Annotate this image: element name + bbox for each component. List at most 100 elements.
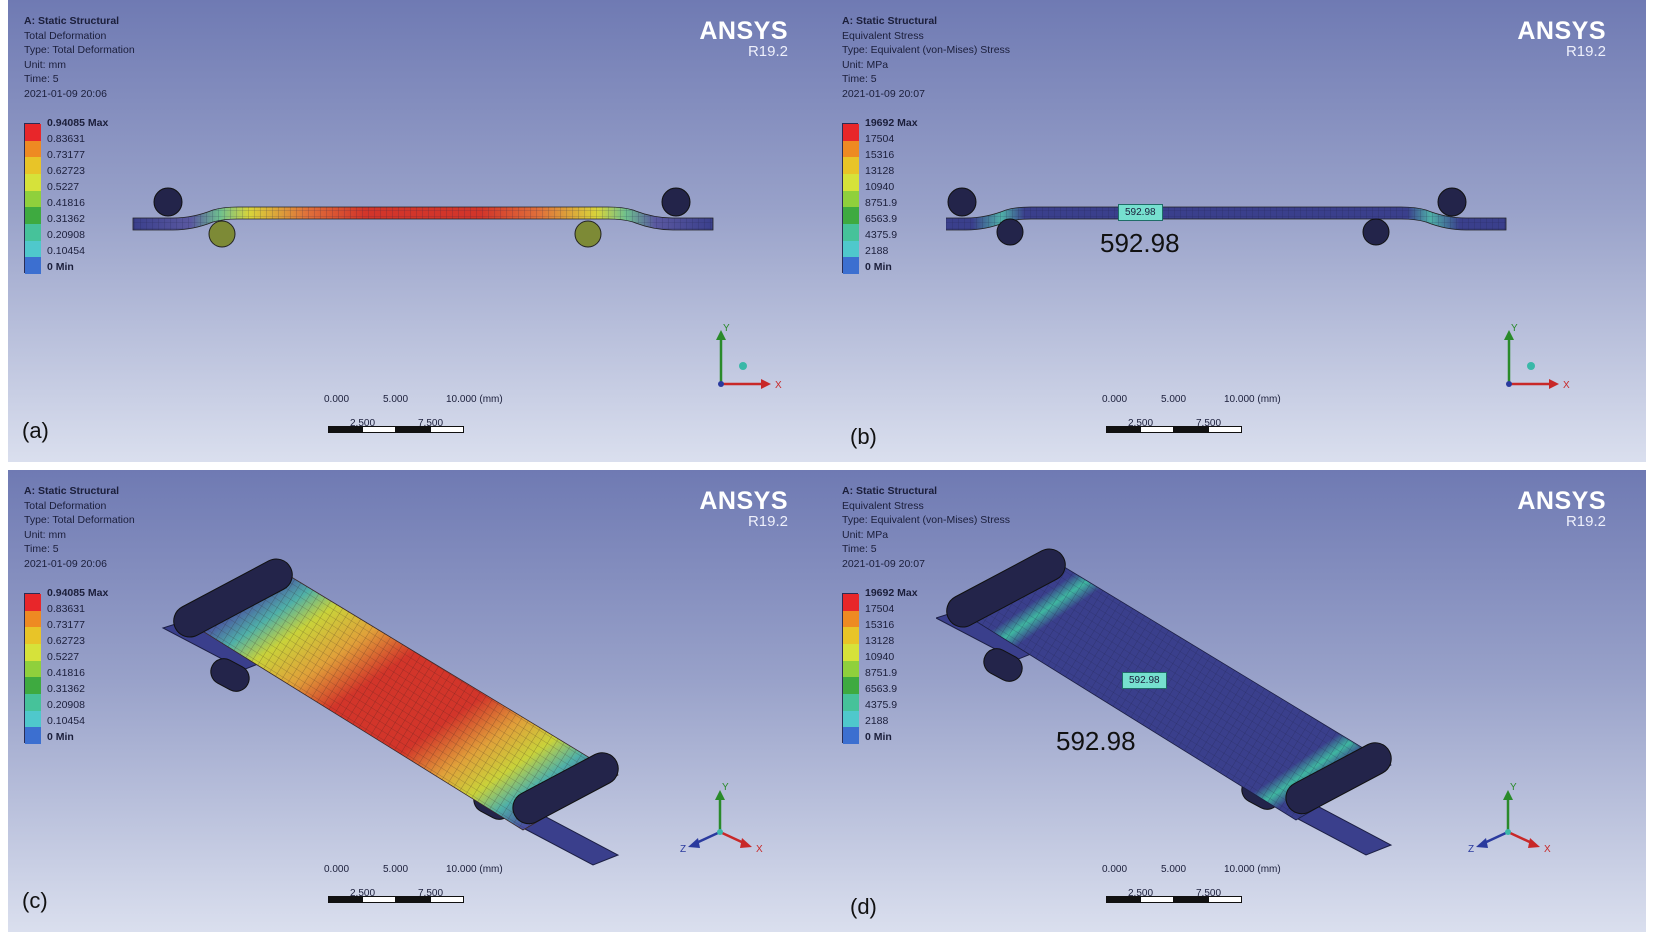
legend-min-label: 0 Min xyxy=(47,731,74,743)
legend-max-label: 19692 Max xyxy=(865,117,918,129)
result-timestamp: 2021-01-09 20:06 xyxy=(24,557,107,570)
legend-label: 0.73177 xyxy=(47,619,85,631)
lower-roller-right xyxy=(1362,218,1390,246)
legend-label: 13128 xyxy=(865,635,895,647)
lower-roller-left xyxy=(983,648,1023,682)
scale-segment xyxy=(362,896,396,903)
result-name: Equivalent Stress xyxy=(842,29,924,42)
legend-swatch xyxy=(25,677,41,694)
analysis-title: A: Static Structural xyxy=(24,15,120,27)
legend-label: 4375.9 xyxy=(865,699,898,711)
legend-swatch xyxy=(25,694,41,711)
scale-segment xyxy=(1208,896,1242,903)
legend-swatch xyxy=(25,610,41,628)
axis-y-label: Y xyxy=(723,323,730,334)
result-unit: Unit: MPa xyxy=(842,58,889,71)
scale-label: 10.000 (mm) xyxy=(1224,864,1281,875)
legend-label: 6563.9 xyxy=(865,213,898,225)
legend-label: 10940 xyxy=(865,651,895,663)
result-timestamp: 2021-01-09 20:07 xyxy=(842,557,925,570)
legend-swatch xyxy=(843,594,859,611)
scale-segment xyxy=(328,896,362,903)
legend-swatch xyxy=(25,140,41,158)
ansys-logo: ANSYS R19.2 xyxy=(699,488,788,529)
axis-triad: Y X Z xyxy=(1468,780,1558,860)
lower-roller-left xyxy=(210,658,250,692)
ansys-logo: ANSYS R19.2 xyxy=(699,18,788,59)
scale-label: 5.000 xyxy=(1161,864,1187,875)
probe-value: 592.98 xyxy=(1056,726,1136,756)
upper-roller-left xyxy=(947,187,977,217)
scale-segment xyxy=(362,426,396,433)
legend-bar xyxy=(842,123,859,274)
scale-label: 10.000 (mm) xyxy=(446,864,503,875)
scale-label: 0.000 xyxy=(324,394,350,405)
legend-label: 15316 xyxy=(865,619,895,631)
legend-label: 0.5227 xyxy=(47,651,80,663)
axis-x-label: X xyxy=(1544,844,1551,855)
brand-version: R19.2 xyxy=(747,43,788,60)
axis-y-label: Y xyxy=(722,782,729,793)
bending-model-side-view xyxy=(132,187,714,248)
axis-z-label: Z xyxy=(680,844,686,855)
axis-triad: Y X xyxy=(1491,322,1581,402)
legend-swatch xyxy=(843,694,859,711)
scale-label: 10.000 (mm) xyxy=(446,394,503,405)
upper-roller-right xyxy=(661,187,691,217)
result-info: A: Static Structural Equivalent Stress T… xyxy=(842,484,1010,572)
legend-swatch xyxy=(843,124,859,141)
legend-label: 10940 xyxy=(865,181,895,193)
result-time: Time: 5 xyxy=(842,73,877,86)
ansys-logo: ANSYS R19.2 xyxy=(1517,18,1606,59)
scale-label: 2.500 xyxy=(1128,418,1154,429)
legend-swatch xyxy=(843,644,859,661)
lower-roller-right xyxy=(574,220,602,248)
upper-roller-left xyxy=(153,187,183,217)
legend-label: 6563.9 xyxy=(865,683,898,695)
axis-y-label: Y xyxy=(1510,782,1517,793)
legend-min-label: 0 Min xyxy=(865,261,892,273)
axis-x-label: X xyxy=(756,844,763,855)
result-time: Time: 5 xyxy=(842,543,877,556)
result-unit: Unit: mm xyxy=(24,58,66,71)
legend-label: 0.83631 xyxy=(47,133,85,145)
legend-label: 0.83631 xyxy=(47,603,85,615)
legend-min-label: 0 Min xyxy=(47,261,74,273)
legend-swatch xyxy=(25,627,41,644)
legend-swatch xyxy=(25,224,41,241)
scale-segment xyxy=(396,896,430,903)
legend-swatch xyxy=(843,140,859,158)
legend-label: 0.41816 xyxy=(47,667,85,679)
upper-roller-left xyxy=(946,548,1066,628)
legend-label: 0.41816 xyxy=(47,197,85,209)
legend-max-label: 0.94085 Max xyxy=(47,587,109,599)
scale-label: 2.500 xyxy=(1128,888,1154,899)
scale-label: 2.500 xyxy=(350,888,376,899)
panel-c-total-deformation-iso: A: Static Structural Total Deformation T… xyxy=(8,470,828,932)
scale-label: 7.500 xyxy=(418,418,444,429)
bending-model-iso-view xyxy=(161,558,620,866)
scale-label: 7.500 xyxy=(1196,418,1222,429)
legend-label: 17504 xyxy=(865,603,895,615)
legend-label: 0.20908 xyxy=(47,229,85,241)
legend-label: 17504 xyxy=(865,133,895,145)
scale-segment xyxy=(430,426,464,433)
legend-label: 2188 xyxy=(865,715,889,727)
axis-triad: Y X Z xyxy=(680,780,770,860)
figure-label: (d) xyxy=(850,894,877,919)
result-type: Type: Total Deformation xyxy=(24,514,135,527)
legend-label: 0.31362 xyxy=(47,213,85,225)
scale-label: 5.000 xyxy=(383,864,409,875)
legend-label: 0.20908 xyxy=(47,699,85,711)
color-legend: 0.94085 Max 0.83631 0.73177 0.62723 0.52… xyxy=(24,587,144,744)
lower-roller-left xyxy=(996,218,1024,246)
legend-swatch xyxy=(25,157,41,174)
probe-tag: 592.98 xyxy=(1118,204,1163,221)
bending-model-iso-view xyxy=(936,548,1393,856)
scale-segment xyxy=(328,426,362,433)
legend-label: 4375.9 xyxy=(865,229,898,241)
analysis-title: A: Static Structural xyxy=(842,485,938,497)
scale-segment xyxy=(1140,426,1174,433)
brand-name: ANSYS xyxy=(699,17,788,45)
legend-label: 0.10454 xyxy=(47,245,85,257)
